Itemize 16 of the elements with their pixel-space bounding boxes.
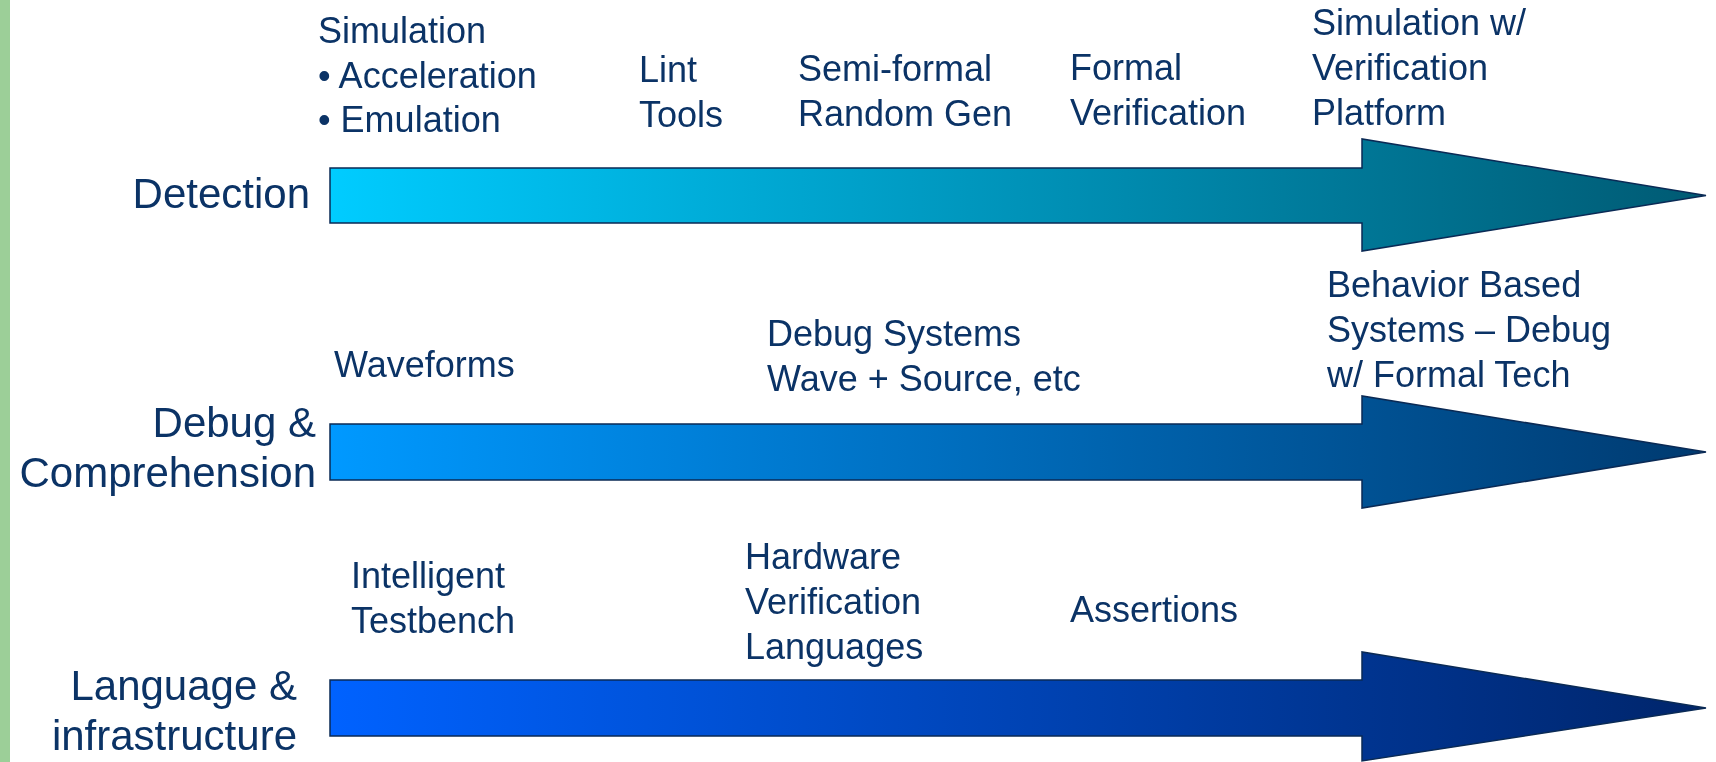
tool-label: Behavior Based Systems – Debug w/ Formal Tech: [1327, 263, 1613, 397]
tool-label: • Emulation: [318, 98, 502, 142]
tool-label: • Acceleration: [318, 54, 538, 98]
row-label: Debug & Comprehension: [18, 398, 316, 498]
tool-label: Lint Tools: [639, 48, 725, 137]
tool-label: Waveforms: [334, 343, 516, 387]
tool-label: Intelligent Testbench: [351, 554, 517, 643]
tool-label: Hardware Verification Languages: [745, 535, 925, 669]
tool-label: Simulation: [318, 9, 488, 53]
tool-label: Simulation w/ Verification Platform: [1312, 1, 1528, 135]
tool-label: Debug Systems Wave + Source, etc: [767, 312, 1082, 401]
tool-label: Semi-formal Random Gen: [798, 47, 1014, 136]
row-label: Detection: [131, 169, 310, 219]
tool-label: Formal Verification: [1070, 46, 1248, 135]
row-label: Language & infrastructure: [50, 661, 297, 761]
tool-label: Assertions: [1070, 588, 1240, 632]
